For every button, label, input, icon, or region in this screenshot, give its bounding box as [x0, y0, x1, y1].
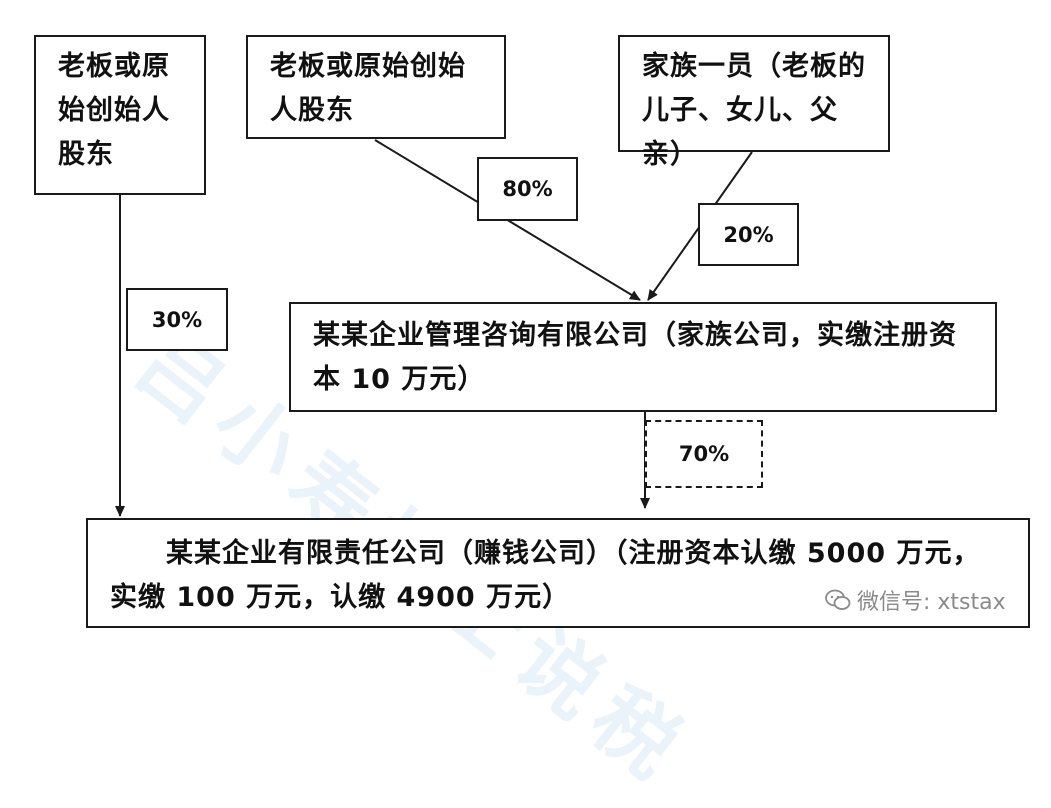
node-founder-top-label: 老板或原始创始人股东	[270, 51, 466, 126]
edge-label-70-text: 70%	[678, 442, 730, 466]
edge-label-20-text: 20%	[723, 222, 774, 247]
node-holding-company: 某某企业管理咨询有限公司（家族公司，实缴注册资本 10 万元）	[289, 302, 997, 412]
edge-label-30: 30%	[126, 288, 228, 351]
node-family-member-label: 家族一员（老板的儿子、女儿、父亲）	[642, 51, 866, 170]
wechat-attribution: 微信号: xtstax	[825, 584, 1006, 616]
node-family-member: 家族一员（老板的儿子、女儿、父亲）	[618, 35, 890, 170]
node-holding-company-label: 某某企业管理咨询有限公司（家族公司，实缴注册资本 10 万元）	[313, 320, 957, 395]
node-operating-company: 某某企业有限责任公司（赚钱公司）（注册资本认缴 5000 万元，实缴 100 万…	[86, 518, 1030, 628]
edge-label-30-text: 30%	[151, 307, 203, 332]
edge-label-80-text: 80%	[502, 177, 553, 201]
node-founder-top: 老板或原始创始人股东	[246, 35, 506, 139]
edge-label-70: 70%	[645, 420, 763, 488]
wechat-id: 微信号: xtstax	[857, 590, 1006, 615]
node-founder-left-label: 老板或原始创始人股东	[58, 51, 170, 170]
wechat-icon	[825, 589, 851, 610]
node-founder-left: 老板或原始创始人股东	[34, 35, 206, 195]
edge-label-80: 80%	[477, 157, 578, 221]
node-operating-company-label: 某某企业有限责任公司（赚钱公司）（注册资本认缴 5000 万元，实缴 100 万…	[110, 538, 981, 613]
edge-label-20: 20%	[698, 203, 799, 266]
